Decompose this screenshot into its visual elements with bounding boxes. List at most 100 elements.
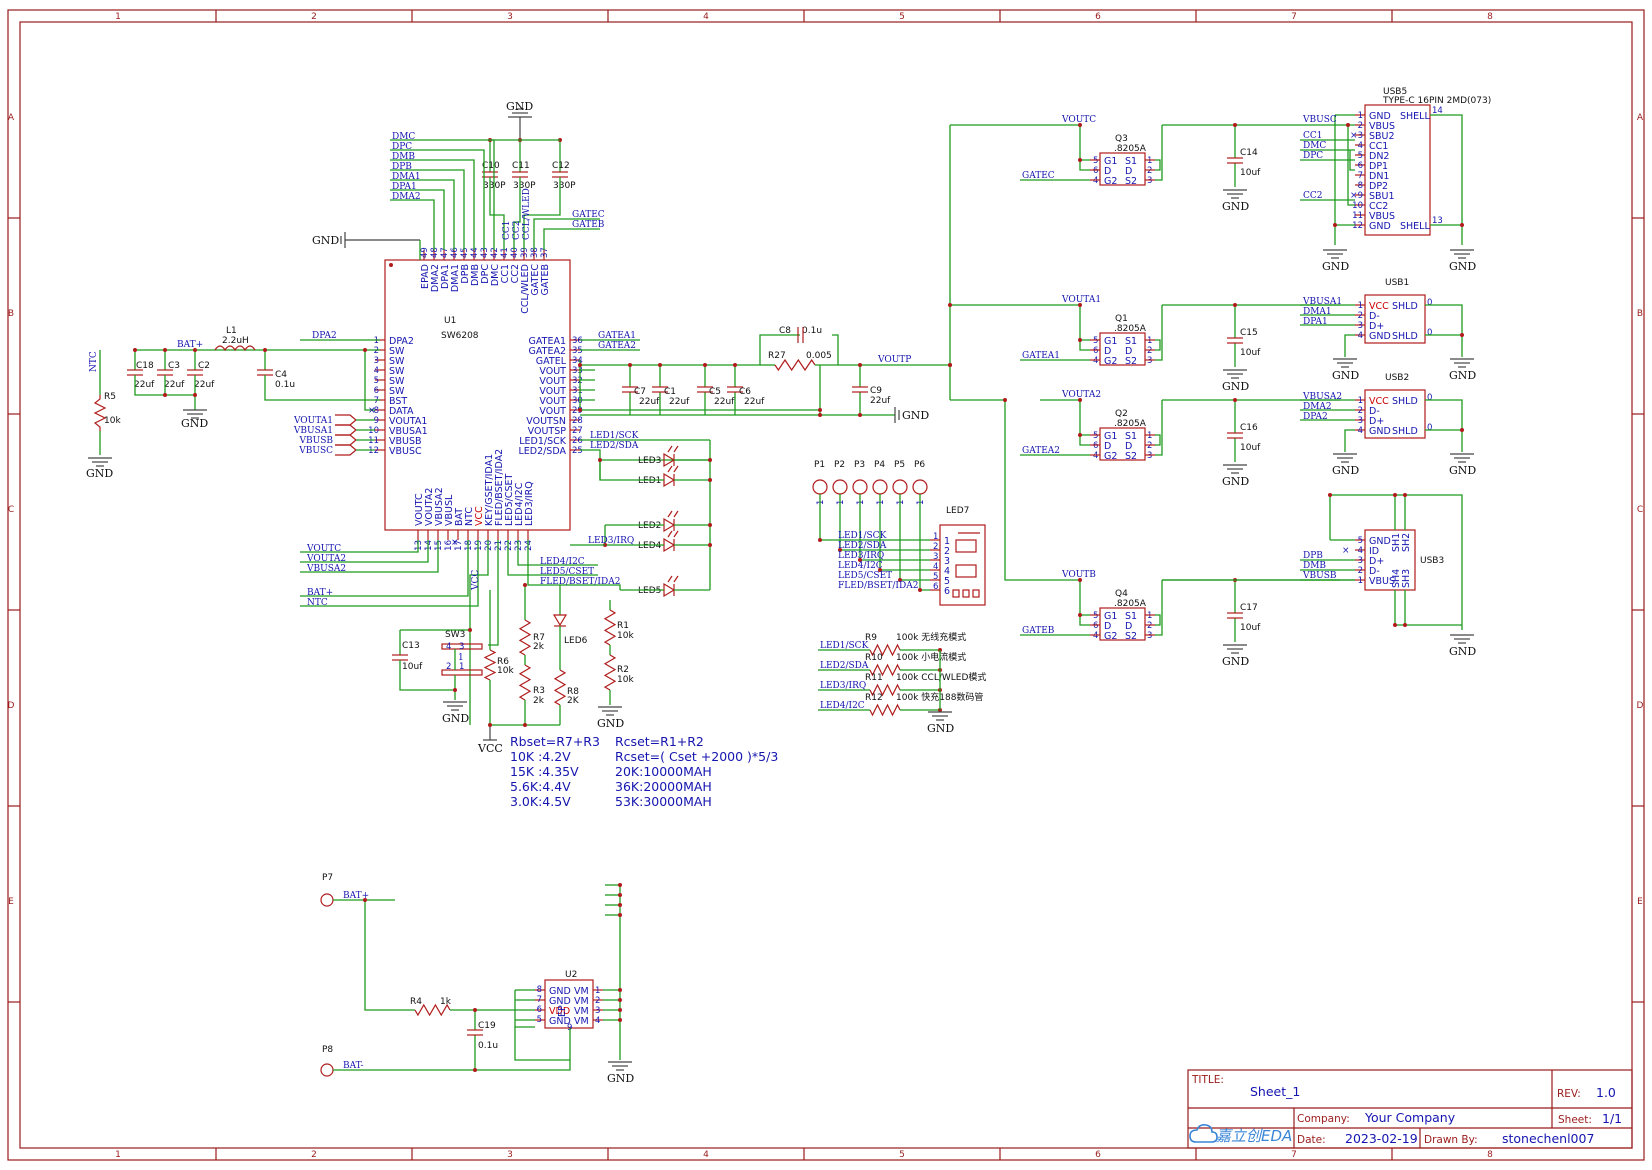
pin-name: SW xyxy=(389,376,405,387)
pin-number: 6 xyxy=(374,386,379,396)
led-emit-icon xyxy=(667,530,679,538)
ntc-label: NTC xyxy=(89,351,99,372)
cap-ref: C5 xyxy=(709,387,721,397)
resistor-body xyxy=(483,649,497,681)
grid-row-label: D xyxy=(1637,701,1644,711)
pin-name: VCC xyxy=(1369,301,1389,312)
junction-dot xyxy=(1460,223,1464,227)
pad-circle xyxy=(892,479,908,495)
cap-ref: C8 xyxy=(779,326,791,336)
switch-pin: 3 xyxy=(459,642,464,652)
gnd-label: GND xyxy=(597,717,624,730)
gnd-label: GND xyxy=(1222,655,1249,668)
res-val: 2k xyxy=(533,696,545,706)
net-label: DPC xyxy=(1303,151,1323,161)
junction-dot xyxy=(578,363,582,367)
pin-name: D+ xyxy=(1369,556,1384,567)
pin-name: D xyxy=(1104,166,1111,177)
net-label: DMB xyxy=(1303,561,1326,571)
net-label: VBUSB xyxy=(299,436,334,446)
tb-drawn: stonechenl007 xyxy=(1502,1131,1594,1146)
wire xyxy=(1040,579,1090,626)
net-label: VOUTC xyxy=(306,544,341,554)
pin-name: VOUT xyxy=(539,406,566,417)
pin-number: 4 xyxy=(1093,631,1098,641)
pin-name: ID xyxy=(1369,546,1379,557)
pin-number: 2 xyxy=(1358,406,1363,416)
pin-number: 1 xyxy=(1358,576,1363,586)
net-label: VBUSA2 xyxy=(1302,392,1342,402)
pin-number: 2 xyxy=(595,996,600,1006)
wire xyxy=(919,494,930,591)
led-ref: LED3 xyxy=(638,456,661,466)
net-label: DPB xyxy=(392,162,412,172)
pin-number: 8 xyxy=(1358,181,1363,191)
net-label: VOUTA2 xyxy=(1061,390,1101,400)
pin-number: 13 xyxy=(414,540,424,551)
junction-dot xyxy=(618,913,622,917)
mosfet-ref: Q2 xyxy=(1115,409,1128,419)
junction-dot xyxy=(1078,578,1082,582)
res-ref: R9 xyxy=(865,633,877,643)
wire xyxy=(300,540,479,607)
wire xyxy=(300,540,439,573)
u2-ref: U2 xyxy=(565,970,577,980)
pin-name: SHELL xyxy=(1400,221,1430,232)
grid-col-label: 8 xyxy=(1487,1150,1493,1160)
tb-date: 2023-02-19 xyxy=(1345,1131,1418,1146)
pin-name: SHELL xyxy=(1400,111,1430,122)
pin-name: KEY/GSET/IDA1 xyxy=(484,454,495,526)
wire xyxy=(514,989,535,1028)
pin-name: CC2 xyxy=(1369,201,1388,212)
wire xyxy=(580,334,950,366)
net-label: GATEB xyxy=(572,220,605,230)
switch-pin: 1 xyxy=(459,662,464,672)
usb-body xyxy=(1364,389,1426,439)
grid-col-label: 5 xyxy=(899,1150,905,1160)
grid-col-label: 3 xyxy=(507,12,513,22)
net-label: DPA2 xyxy=(1303,412,1328,422)
wire xyxy=(1040,124,1090,171)
pin-name: VBUSC xyxy=(389,446,422,457)
pin-number: 5 xyxy=(1093,431,1098,441)
wire xyxy=(450,1009,535,1070)
grid-col-label: 7 xyxy=(1291,12,1297,22)
pin-name: G2 xyxy=(1104,451,1117,462)
pin-name: SH3 xyxy=(1401,569,1412,588)
led-emit-icon xyxy=(667,465,679,473)
tb-rev: 1.0 xyxy=(1596,1085,1616,1100)
pin-name: LED3/IRQ xyxy=(524,481,535,526)
pin-number: 6 xyxy=(1093,346,1098,356)
pin-number: 0 xyxy=(1427,423,1432,433)
grid-col-label: 6 xyxy=(1095,1150,1101,1160)
net-label: CC1 xyxy=(1303,131,1323,141)
gnd-label: GND xyxy=(1449,645,1476,658)
pin-number: 0 xyxy=(1427,328,1432,338)
pin-name: S1 xyxy=(1125,611,1137,622)
pin-name: DPA1 xyxy=(440,264,451,289)
pin-name: VOUT xyxy=(539,376,566,387)
mosfet-val: .8205A xyxy=(1114,324,1147,334)
dpa2-label: DPA2 xyxy=(312,331,337,341)
pin-name: S2 xyxy=(1125,631,1137,642)
pin-name: DPC xyxy=(480,264,491,284)
pin-number: 2 xyxy=(374,346,379,356)
switch-pin: 4 xyxy=(446,642,451,652)
junction-dot xyxy=(363,898,367,902)
net-label: DMA2 xyxy=(392,192,421,202)
resistor-body xyxy=(603,654,617,691)
net-label: DMC xyxy=(392,132,415,142)
wire xyxy=(1155,580,1163,636)
pin-name: DN2 xyxy=(1369,151,1389,162)
junction-dot xyxy=(708,478,712,482)
res-val: 10k xyxy=(497,666,514,676)
pin-name: G1 xyxy=(1104,431,1117,442)
pin-name: GND xyxy=(549,1016,571,1027)
